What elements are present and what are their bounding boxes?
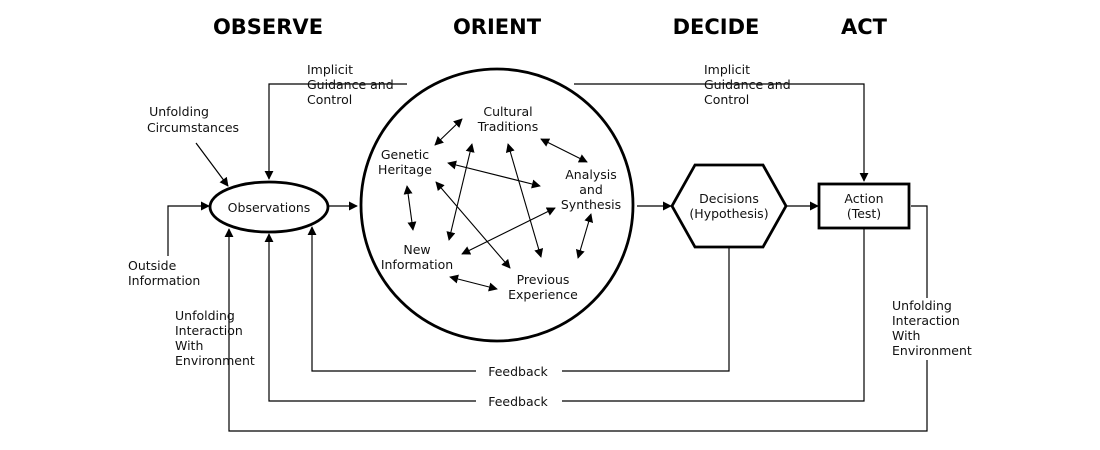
svg-text:Heritage: Heritage — [378, 162, 432, 177]
decisions-label: Decisions (Hypothesis) — [689, 191, 768, 221]
outside-information-label: Outside Information — [128, 258, 200, 288]
arrow-implicit-guidance-right — [574, 83, 869, 182]
arrow-newinfo-previous — [449, 274, 498, 292]
svg-text:Interaction: Interaction — [892, 313, 960, 328]
svg-text:Previous: Previous — [517, 272, 570, 287]
svg-text:With: With — [892, 328, 920, 343]
svg-text:With: With — [175, 338, 203, 353]
svg-text:Information: Information — [381, 257, 453, 272]
svg-text:Circumstances: Circumstances — [147, 120, 239, 135]
svg-text:Control: Control — [307, 92, 352, 107]
arrow-cultural-analysis — [540, 138, 588, 163]
header-observe: OBSERVE — [213, 15, 323, 39]
new-information-label: New Information — [381, 242, 453, 272]
arrow-feedback-decide-b — [307, 226, 476, 372]
svg-text:and: and — [579, 182, 603, 197]
svg-text:Environment: Environment — [892, 343, 972, 358]
svg-text:Experience: Experience — [508, 287, 578, 302]
svg-text:Interaction: Interaction — [175, 323, 243, 338]
decisions-hexagon — [670, 163, 788, 249]
arrow-feedback-act — [562, 229, 865, 402]
feedback-label-2: Feedback — [488, 394, 548, 409]
unfolding-interaction-right-label: Unfolding Interaction With Environment — [892, 298, 972, 358]
svg-text:Implicit: Implicit — [307, 62, 353, 77]
arrow-unfolding-circumstances — [195, 142, 229, 187]
svg-text:New: New — [403, 242, 430, 257]
svg-text:Traditions: Traditions — [477, 119, 538, 134]
arrow-analysis-previous — [575, 213, 594, 259]
header-orient: ORIENT — [453, 15, 542, 39]
svg-text:Implicit: Implicit — [704, 62, 750, 77]
svg-text:Control: Control — [704, 92, 749, 107]
svg-text:Unfolding: Unfolding — [892, 298, 952, 313]
previous-experience-label: Previous Experience — [508, 272, 578, 302]
svg-text:Decisions: Decisions — [699, 191, 759, 206]
arrow-genetic-newinfo — [403, 185, 417, 231]
analysis-synthesis-label: Analysis and Synthesis — [561, 167, 621, 212]
arrow-outside-information — [167, 201, 210, 256]
arrow-unfolding-interaction-loop — [911, 205, 928, 298]
header-act: ACT — [841, 15, 888, 39]
implicit-guidance-left-label: Implicit Guidance and Control — [307, 62, 394, 107]
arrow-implicit-guidance-left — [264, 83, 407, 180]
unfolding-interaction-left-label: Unfolding Interaction With Environment — [175, 308, 255, 368]
svg-text:Information: Information — [128, 273, 200, 288]
arrow-newinfo-analysis — [461, 207, 556, 255]
genetic-heritage-label: Genetic Heritage — [378, 147, 432, 177]
feedback-label-1: Feedback — [488, 364, 548, 379]
arrow-genetic-cultural — [434, 118, 463, 146]
svg-text:Environment: Environment — [175, 353, 255, 368]
svg-text:Guidance and: Guidance and — [704, 77, 791, 92]
unfolding-circumstances-label: Unfolding Circumstances — [147, 104, 239, 135]
svg-text:Synthesis: Synthesis — [561, 197, 621, 212]
arrow-feedback-decide — [562, 248, 730, 372]
arrow-genetic-analysis — [447, 160, 541, 189]
svg-text:(Test): (Test) — [847, 206, 881, 221]
arrow-feedback-act-b — [264, 233, 476, 402]
cultural-traditions-label: Cultural Traditions — [477, 104, 538, 134]
action-label: Action (Test) — [844, 191, 883, 221]
action-box — [817, 182, 911, 230]
svg-text:Unfolding: Unfolding — [175, 308, 235, 323]
svg-text:Genetic: Genetic — [381, 147, 429, 162]
observations-ellipse — [208, 180, 330, 234]
svg-text:(Hypothesis): (Hypothesis) — [689, 206, 768, 221]
svg-text:Guidance and: Guidance and — [307, 77, 394, 92]
svg-text:Action: Action — [844, 191, 883, 206]
svg-text:Unfolding: Unfolding — [149, 104, 209, 119]
svg-text:Outside: Outside — [128, 258, 177, 273]
arrow-unfolding-interaction-loop-b — [224, 228, 928, 432]
header-decide: DECIDE — [673, 15, 760, 39]
implicit-guidance-right-label: Implicit Guidance and Control — [704, 62, 791, 107]
svg-text:Analysis: Analysis — [565, 167, 617, 182]
orient-inner-arrows — [403, 118, 594, 292]
svg-text:Cultural: Cultural — [483, 104, 532, 119]
observations-label: Observations — [228, 200, 311, 215]
